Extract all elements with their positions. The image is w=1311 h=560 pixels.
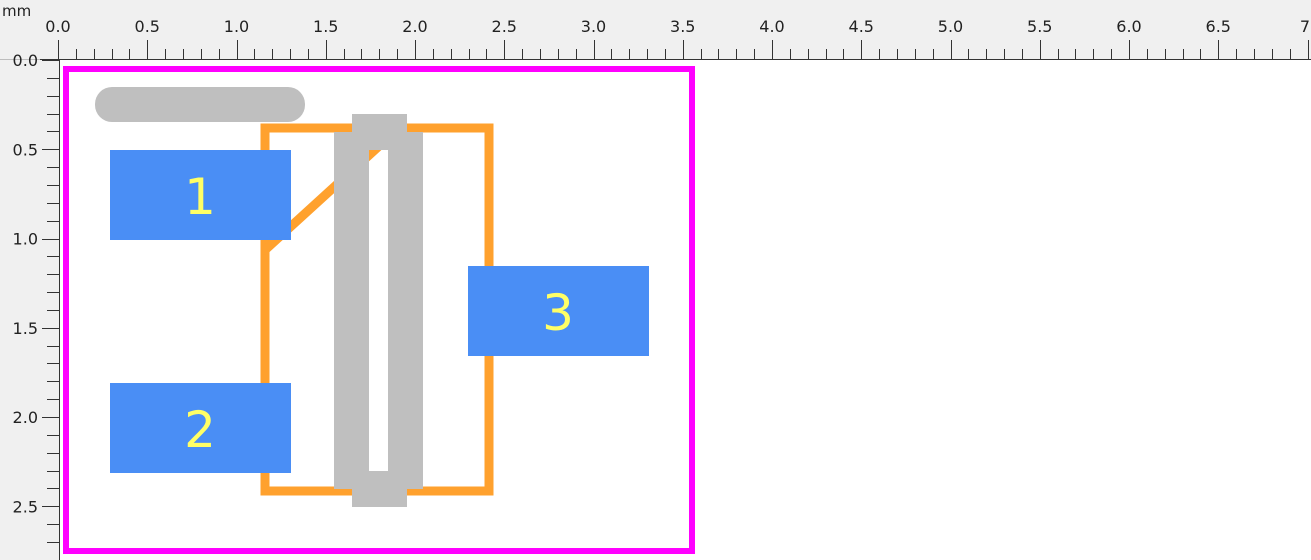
x-tick-label: 5.5 — [1027, 17, 1052, 36]
x-tick-label: 5.0 — [938, 17, 963, 36]
silkscreen — [95, 87, 423, 507]
ruler-ticks: 0.0 0.5 1.0 1.5 2.0 2.5 3.0 3.5 4.0 4.5 5.0 5.5 6.0 6… — [13, 17, 1311, 560]
body-bar-left — [334, 132, 369, 489]
x-tick-label: 6.0 — [1116, 17, 1141, 36]
x-tick-label: 2.5 — [492, 17, 517, 36]
pad-2-label: 2 — [184, 401, 216, 459]
pad-1-label: 1 — [184, 168, 216, 226]
fab-outline — [260, 123, 494, 496]
x-tick-label: 7. — [1300, 17, 1311, 36]
courtyard-outline — [63, 66, 695, 554]
x-tick-label: 6.5 — [1206, 17, 1231, 36]
x-tick-label: 1.5 — [313, 17, 338, 36]
body-bar-bottom — [352, 489, 407, 507]
pad-3-label: 3 — [542, 284, 574, 342]
body-bar-top — [352, 114, 407, 132]
x-tick-label: 1.0 — [224, 17, 249, 36]
y-tick-label: 1.5 — [13, 319, 38, 338]
x-tick-label: 2.0 — [402, 17, 427, 36]
y-tick-label: 0.5 — [13, 140, 38, 159]
x-tick-label: 4.0 — [759, 17, 784, 36]
unit-label: mm — [2, 2, 32, 20]
pin1-marker — [95, 87, 305, 122]
pad-1[interactable]: 1 — [110, 150, 291, 240]
body-bar-mid-top — [369, 132, 388, 150]
x-tick-label: 0.0 — [45, 17, 70, 36]
x-tick-label: 3.5 — [670, 17, 695, 36]
y-tick-label: 0.0 — [13, 51, 38, 70]
body-bar-right — [388, 132, 423, 489]
y-tick-label: 2.0 — [13, 408, 38, 427]
y-tick-label: 1.0 — [13, 230, 38, 249]
y-tick-label: 2.5 — [13, 497, 38, 516]
body-bar-mid-bottom — [369, 471, 388, 489]
x-tick-label: 4.5 — [849, 17, 874, 36]
pad-2[interactable]: 2 — [110, 383, 291, 473]
x-tick-label: 3.0 — [581, 17, 606, 36]
pad-3[interactable]: 3 — [468, 266, 649, 356]
x-tick-label: 0.5 — [135, 17, 160, 36]
